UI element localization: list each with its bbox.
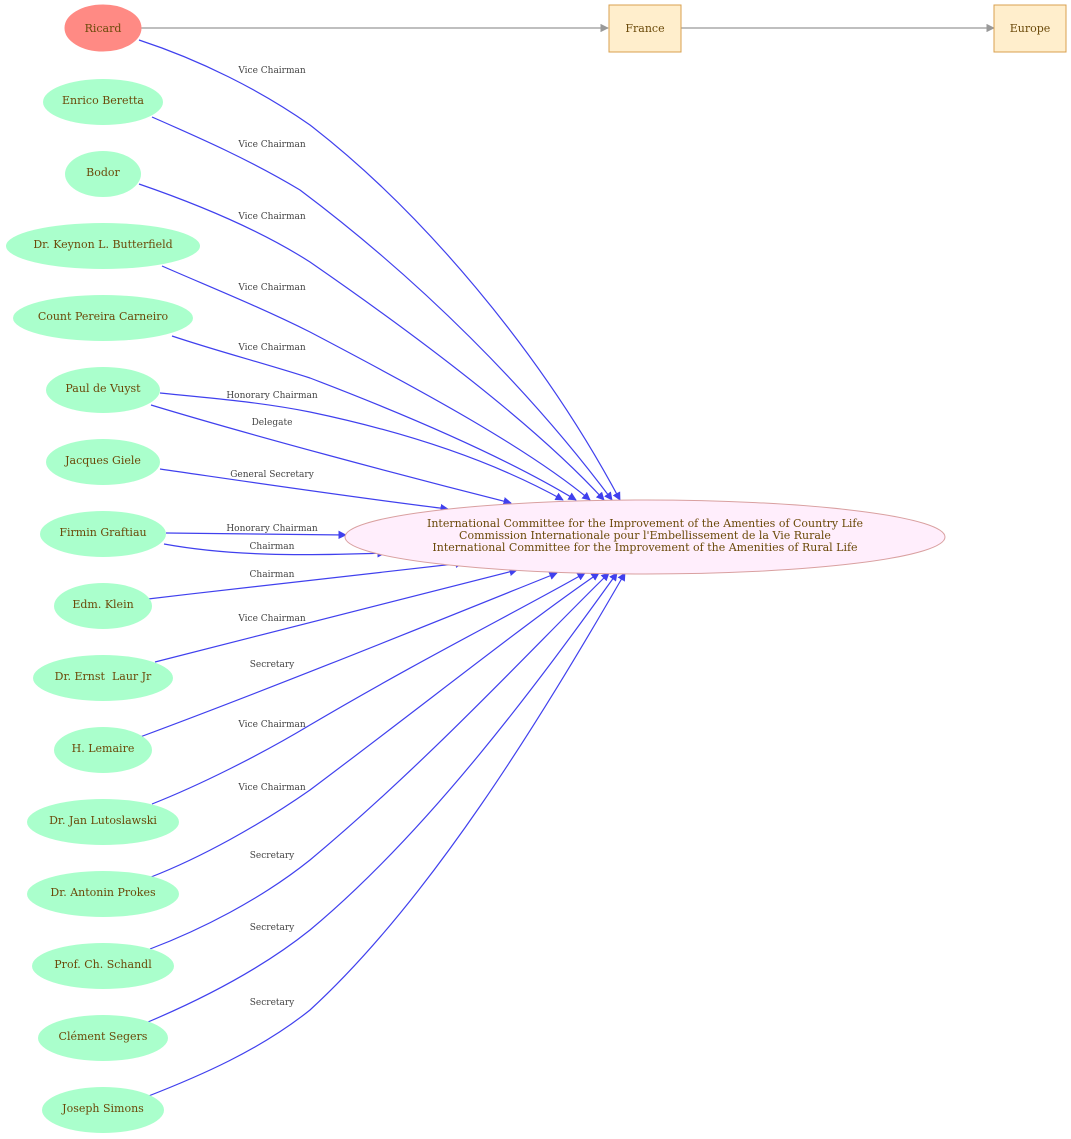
node-person-lemaire[interactable]: H. Lemaire <box>54 727 152 773</box>
node-person-laur[interactable]: Dr. Ernst Laur Jr <box>33 655 173 701</box>
edge-butterfield-org <box>161 265 591 501</box>
edges <box>138 23 995 1098</box>
edge-label-carneiro: Vice Chairman <box>237 343 306 353</box>
edge-label-beretta: Vice Chairman <box>237 140 306 150</box>
edge-schandl-org <box>149 572 610 950</box>
node-person-klein[interactable]: Edm. Klein <box>54 583 152 629</box>
edge-devuyst-org-1 <box>159 392 564 501</box>
node-france[interactable]: France <box>608 4 682 53</box>
node-person-butterfield[interactable]: Dr. Keynon L. Butterfield <box>6 223 200 269</box>
node-label-carneiro: Count Pereira Carneiro <box>38 310 169 323</box>
node-label-schandl: Prof. Ch. Schandl <box>54 958 152 971</box>
edge-label-graftiau-1: Honorary Chairman <box>226 524 318 534</box>
edge-segers-org <box>147 572 618 1023</box>
node-label-lutoslawski: Dr. Jan Lutoslawski <box>49 814 157 827</box>
edge-label-segers: Secretary <box>250 923 295 933</box>
edge-label-giele: General Secretary <box>230 470 314 480</box>
edge-lutoslawski-org <box>151 572 586 805</box>
edge-laur-org <box>154 567 518 663</box>
node-label-segers: Clément Segers <box>59 1030 148 1043</box>
edge-beretta-org <box>151 116 613 501</box>
org-label-line1: International Committee for the Improvem… <box>427 517 863 530</box>
edge-label-devuyst-2: Delegate <box>252 418 293 428</box>
edge-carneiro-org <box>171 335 577 501</box>
org-label-line3: International Committee for the Improvem… <box>432 541 857 554</box>
node-label-ricard: Ricard <box>85 22 122 35</box>
edge-giele-org <box>159 468 449 513</box>
edge-label-laur: Vice Chairman <box>237 614 306 624</box>
node-label-klein: Edm. Klein <box>72 598 133 611</box>
edge-label-devuyst-1: Honorary Chairman <box>226 391 318 401</box>
edge-label-lutoslawski: Vice Chairman <box>237 720 306 730</box>
node-label-beretta: Enrico Beretta <box>62 94 144 107</box>
edge-label-klein: Chairman <box>250 570 295 580</box>
node-person-prokes[interactable]: Dr. Antonin Prokes <box>27 871 179 917</box>
node-label-devuyst: Paul de Vuyst <box>65 382 141 395</box>
edge-lemaire-org <box>139 571 558 738</box>
node-organization[interactable]: International Committee for the Improvem… <box>344 499 946 575</box>
node-person-graftiau[interactable]: Firmin Graftiau <box>40 511 166 557</box>
node-person-bodor[interactable]: Bodor <box>65 151 141 197</box>
edge-ricard-org <box>138 39 621 501</box>
node-label-prokes: Dr. Antonin Prokes <box>50 886 156 899</box>
edge-label-graftiau-2: Chairman <box>250 542 295 552</box>
node-label-bodor: Bodor <box>86 166 120 179</box>
edge-label-bodor: Vice Chairman <box>237 212 306 222</box>
node-person-simons[interactable]: Joseph Simons <box>42 1087 164 1133</box>
node-label-france: France <box>625 22 664 35</box>
node-label-lemaire: H. Lemaire <box>72 742 135 755</box>
node-person-segers[interactable]: Clément Segers <box>38 1015 168 1061</box>
edge-label-ricard: Vice Chairman <box>237 66 306 76</box>
edge-label-simons: Secretary <box>250 998 295 1008</box>
node-label-butterfield: Dr. Keynon L. Butterfield <box>33 238 172 251</box>
node-label-giele: Jacques Giele <box>64 454 141 467</box>
node-label-graftiau: Firmin Graftiau <box>59 526 146 539</box>
node-person-schandl[interactable]: Prof. Ch. Schandl <box>32 943 174 989</box>
node-person-giele[interactable]: Jacques Giele <box>46 439 160 485</box>
edge-graftiau-org-2 <box>163 543 386 558</box>
edge-bodor-org <box>138 183 605 501</box>
node-label-europe: Europe <box>1010 22 1051 35</box>
node-label-simons: Joseph Simons <box>61 1102 144 1115</box>
node-person-lutoslawski[interactable]: Dr. Jan Lutoslawski <box>27 799 179 845</box>
org-label-line2: Commission Internationale pour l'Embelli… <box>459 529 831 542</box>
edge-simons-org <box>145 572 626 1098</box>
node-person-carneiro[interactable]: Count Pereira Carneiro <box>13 295 193 341</box>
edge-devuyst-org-2 <box>150 404 512 506</box>
node-europe[interactable]: Europe <box>993 4 1067 53</box>
node-label-laur: Dr. Ernst Laur Jr <box>55 670 152 683</box>
edge-label-prokes: Vice Chairman <box>237 783 306 793</box>
edge-prokes-org <box>150 572 600 878</box>
edge-labels: Vice Chairman Vice Chairman Vice Chairma… <box>226 66 318 1008</box>
node-ricard[interactable]: Ricard <box>64 4 142 52</box>
node-person-beretta[interactable]: Enrico Beretta <box>43 79 163 125</box>
edge-graftiau-org-1 <box>165 530 347 540</box>
edge-label-lemaire: Secretary <box>250 660 295 670</box>
node-person-devuyst[interactable]: Paul de Vuyst <box>46 367 160 413</box>
edge-klein-org <box>147 559 464 600</box>
edge-label-schandl: Secretary <box>250 851 295 861</box>
edge-label-butterfield: Vice Chairman <box>237 283 306 293</box>
